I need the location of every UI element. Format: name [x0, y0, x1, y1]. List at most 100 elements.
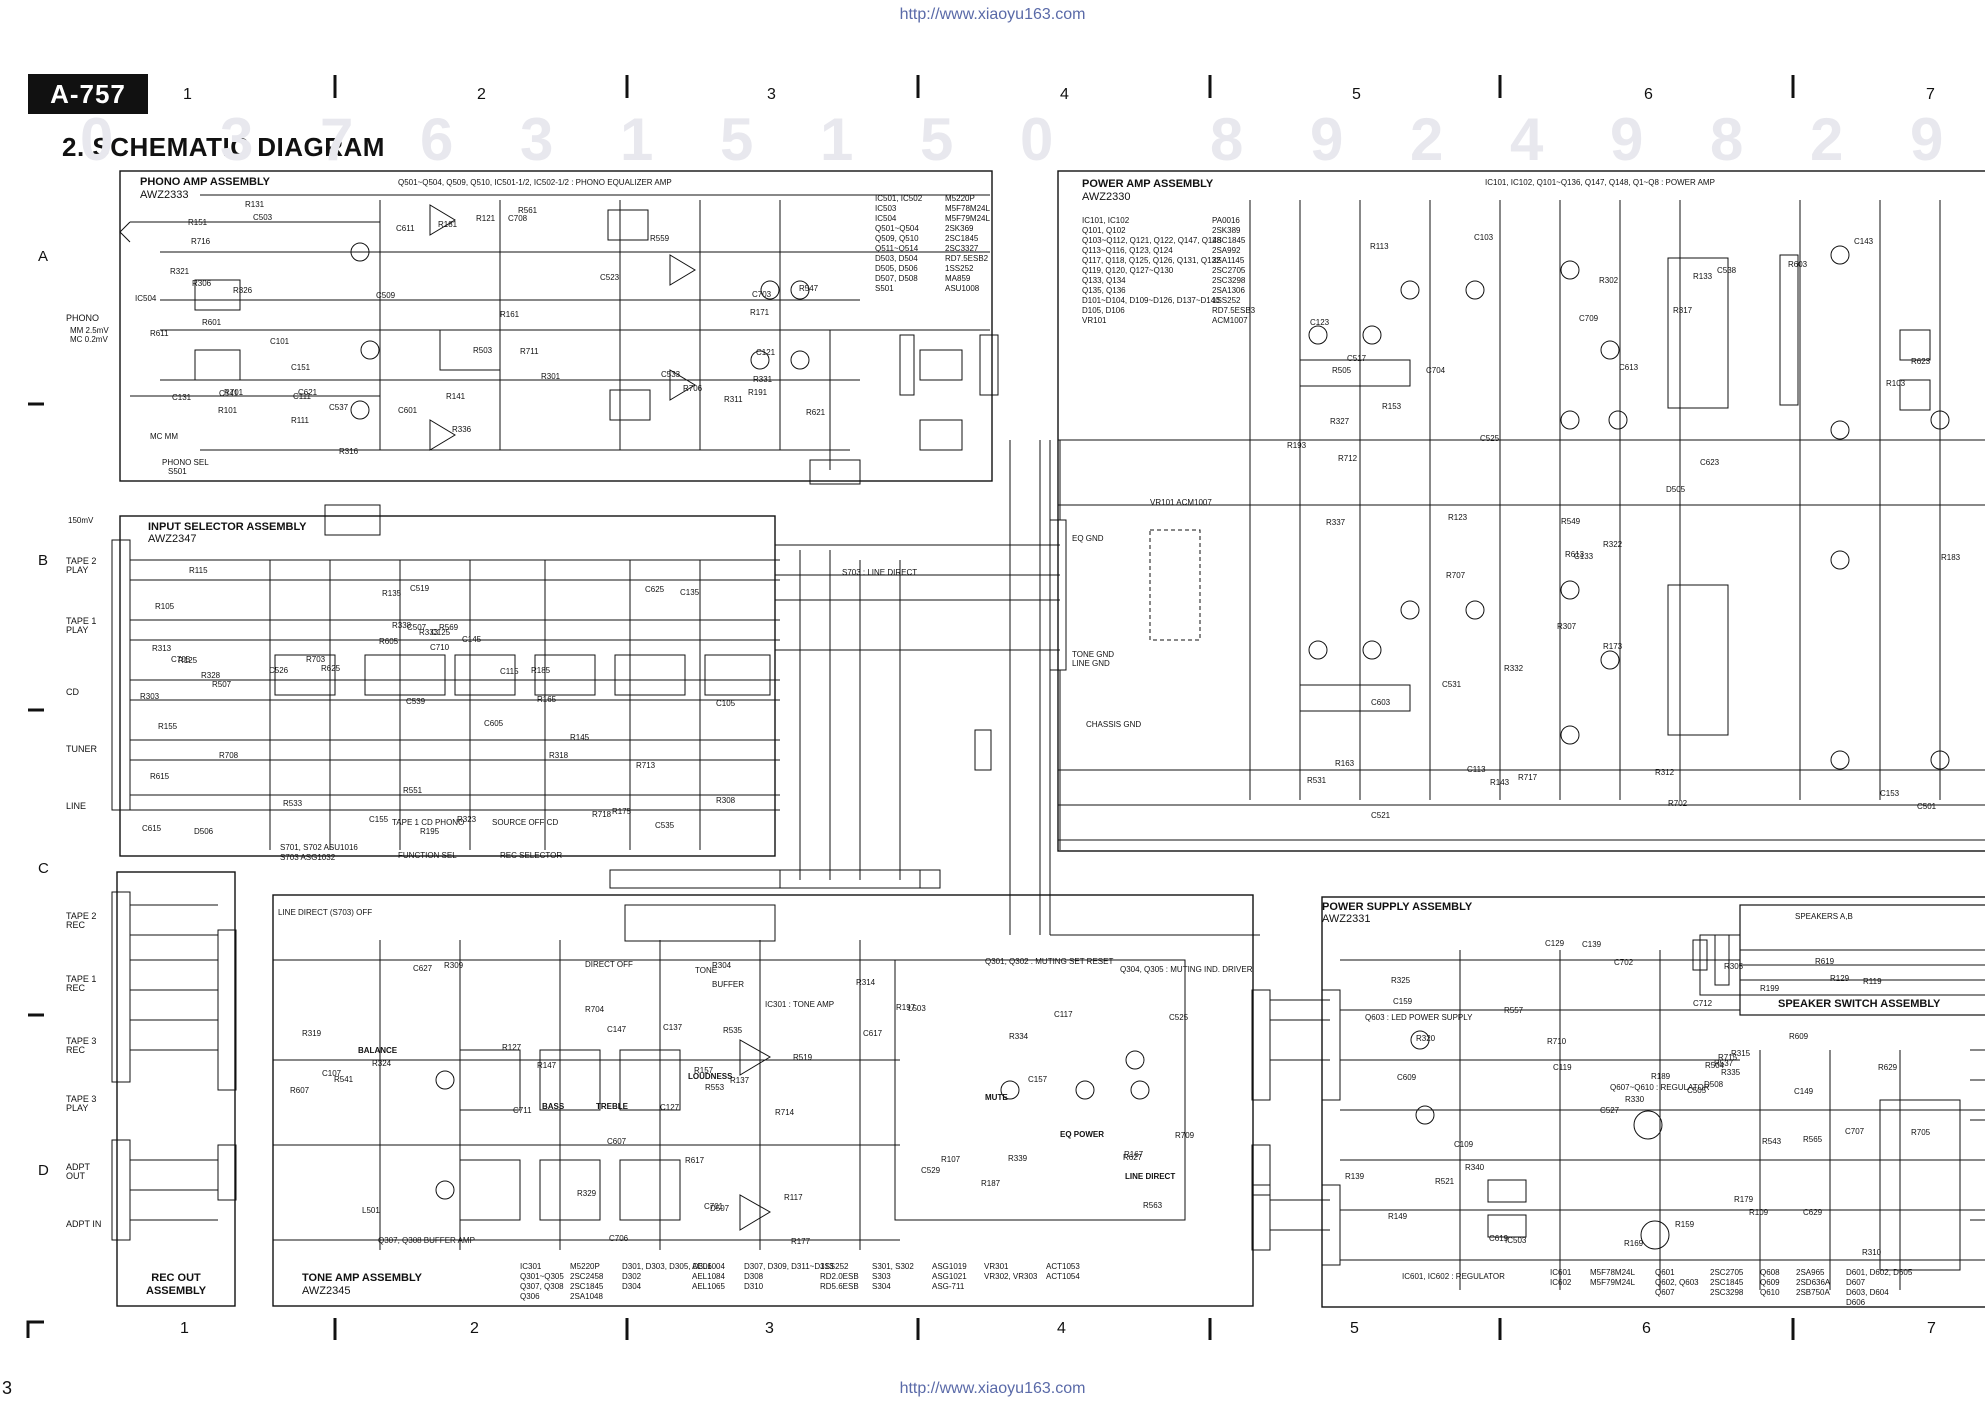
component-ref: C623: [1700, 458, 1720, 467]
rec-selector-label: REC SELECTOR: [500, 851, 563, 860]
component-ref: R161: [500, 310, 520, 319]
parts-cell: M5220P: [570, 1262, 600, 1271]
component-ref: R199: [1760, 984, 1780, 993]
component-ref: R333: [419, 628, 439, 637]
component-ref: C711: [513, 1106, 532, 1115]
component-ref: C131: [172, 393, 192, 402]
buffer-label: BUFFER: [712, 980, 744, 989]
component-ref: C123: [1310, 318, 1330, 327]
component-ref: R151: [188, 218, 208, 227]
component-ref: R625: [321, 664, 341, 673]
component-ref: R175: [612, 807, 632, 816]
component-ref: R307: [1557, 622, 1577, 631]
adpt-jack-label: ADPT IN: [66, 1219, 102, 1229]
parts-cell: Q301~Q305: [520, 1272, 564, 1281]
component-ref: C621: [298, 388, 318, 397]
component-ref: R627: [1123, 1153, 1143, 1162]
parts-cell: M5F78M24L: [1590, 1268, 1635, 1277]
parts-cell: VR302, VR303: [984, 1272, 1038, 1281]
component-ref: C117: [1054, 1010, 1073, 1019]
component-ref: R559: [650, 234, 670, 243]
grid-col-label: 4: [1057, 1320, 1066, 1337]
component-ref: L503: [908, 1004, 926, 1013]
component-ref: C143: [1854, 237, 1874, 246]
input-jack-label: TAPE 2 PLAY: [66, 556, 97, 575]
svg-text:2: 2: [1410, 106, 1443, 173]
component-ref: C533: [661, 370, 681, 379]
component-ref: R121: [476, 214, 496, 223]
component-ref: R113: [1370, 242, 1389, 251]
component-ref: R617: [685, 1156, 705, 1165]
phono-spec: MM 2.5mV: [70, 326, 109, 335]
speaker-switch-title: SPEAKER SWITCH ASSEMBLY: [1778, 998, 1941, 1010]
tone-amp-code: AWZ2345: [302, 1285, 351, 1297]
component-ref: R338: [392, 621, 412, 630]
grid-row-label: C: [38, 860, 49, 877]
component-ref: R718: [592, 810, 612, 819]
component-ref: C538: [1717, 266, 1737, 275]
component-ref: R323: [457, 815, 477, 824]
parts-cell: 2SA1048: [570, 1292, 603, 1301]
component-ref: R711: [520, 347, 539, 356]
parts-cell: RD5.6ESB: [820, 1282, 859, 1291]
parts-cell: ACT1053: [1046, 1262, 1080, 1271]
component-ref: C613: [1619, 363, 1639, 372]
component-ref: R195: [420, 827, 440, 836]
parts-cell: Q135, Q136: [1082, 286, 1126, 295]
component-ref: R335: [1721, 1068, 1741, 1077]
parts-row: Q103~Q112, Q121, Q122, Q147, Q1482SC1845: [1082, 236, 1272, 246]
component-ref: R519: [793, 1053, 813, 1062]
component-ref: C127: [660, 1103, 680, 1112]
component-ref: C705: [171, 655, 191, 664]
component-ref: R505: [1332, 366, 1352, 375]
component-ref: R706: [683, 384, 703, 393]
component-ref: C125: [431, 628, 451, 637]
grid-col-label: 5: [1350, 1320, 1359, 1337]
loudness-label: LOUDNESS: [688, 1072, 733, 1081]
component-ref: R117: [784, 1193, 803, 1202]
parts-cell: Q602, Q603: [1655, 1278, 1699, 1287]
component-ref: C529: [921, 1166, 941, 1175]
component-ref: R337: [1326, 518, 1346, 527]
page-number: 3: [2, 1378, 13, 1398]
rec-jack-label: TAPE 1 REC: [66, 974, 97, 993]
component-ref: C605: [484, 719, 504, 728]
component-ref: R311: [724, 395, 743, 404]
component-ref: C159: [1393, 997, 1413, 1006]
input-jack-label: LINE: [66, 801, 87, 811]
rec-out-wiring: [111, 891, 237, 1241]
component-ref: R149: [1388, 1212, 1408, 1221]
component-ref: R315: [1731, 1049, 1751, 1058]
source-url-top[interactable]: http://www.xiaoyu163.com: [899, 6, 1086, 23]
power-amp-frame: [1057, 170, 1985, 852]
component-ref: C703: [752, 290, 772, 299]
parts-cell: D507, D508: [875, 274, 918, 283]
parts-cell: AEL1004: [692, 1262, 725, 1271]
component-ref: R329: [577, 1189, 597, 1198]
component-ref: R153: [1382, 402, 1402, 411]
parts-cell: 2SD636A: [1796, 1278, 1831, 1287]
switch-ref-2: S703 ASG1032: [280, 853, 336, 862]
power-amp-note: IC101, IC102, Q101~Q136, Q147, Q148, Q1~…: [1485, 178, 1715, 187]
component-ref: R187: [981, 1179, 1001, 1188]
parts-cell: S303: [872, 1272, 891, 1281]
source-url-bottom[interactable]: http://www.xiaoyu163.com: [899, 1380, 1086, 1397]
component-ref: R715: [1718, 1053, 1738, 1062]
component-ref: R101: [218, 406, 238, 415]
parts-cell: 2SC2458: [570, 1272, 604, 1281]
rec-jack-label: TAPE 3 REC: [66, 1036, 97, 1055]
model-badge: A-757: [28, 74, 148, 114]
component-ref: C525: [1480, 434, 1500, 443]
component-ref: C507: [407, 623, 427, 632]
parts-cell: Q607: [1655, 1288, 1675, 1297]
parts-cell: D505, D506: [875, 264, 918, 273]
component-ref: R339: [1008, 1154, 1028, 1163]
parts-cell: 2SA992: [1212, 246, 1241, 255]
component-ref: R609: [1789, 1032, 1809, 1041]
